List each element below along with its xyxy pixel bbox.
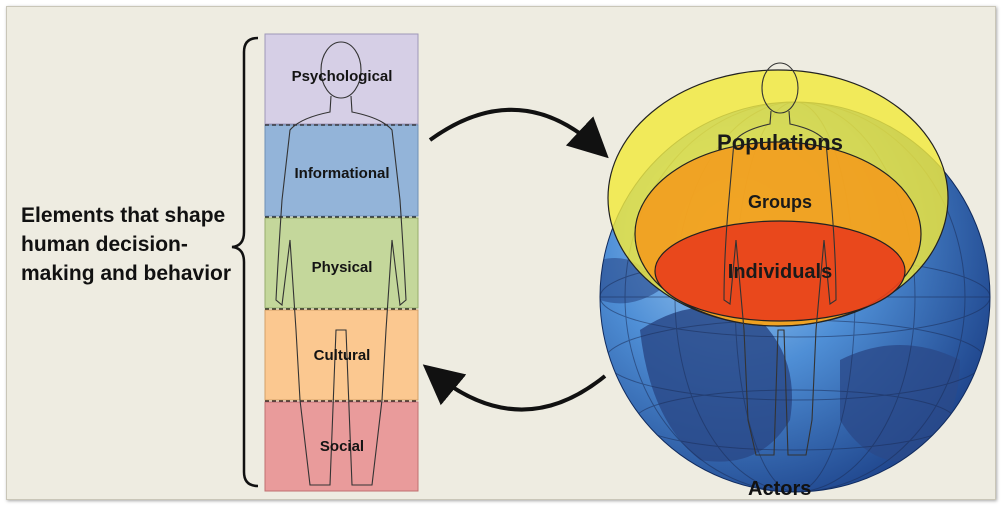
ring-populations-label: Populations [717, 130, 843, 155]
human-outline-globe [723, 62, 837, 456]
ring-groups-label: Groups [748, 192, 812, 212]
left-curly-brace [231, 36, 259, 488]
arrow-to-globe [428, 107, 609, 159]
elements-label: Elements that shape human decision-makin… [21, 204, 232, 285]
layer-physical-box [264, 217, 419, 309]
ring-individuals-label: Individuals [728, 261, 832, 283]
layer-cultural-box [264, 309, 419, 401]
layer-cultural-label: Cultural [314, 347, 371, 364]
layer-psychological-label: Psychological [292, 68, 393, 85]
layer-social-label: Social [320, 438, 364, 455]
human-outline-figure [275, 41, 407, 486]
layer-informational-label: Informational [294, 165, 389, 182]
layer-psychological-box [264, 33, 419, 125]
layer-informational-box [264, 124, 419, 217]
actors-label: Actors [748, 478, 812, 500]
layer-physical-label: Physical [312, 259, 373, 276]
arrow-to-layers [422, 364, 607, 412]
layer-social-box [264, 401, 419, 492]
ring-individuals [654, 220, 906, 322]
layer-stack [264, 33, 419, 492]
